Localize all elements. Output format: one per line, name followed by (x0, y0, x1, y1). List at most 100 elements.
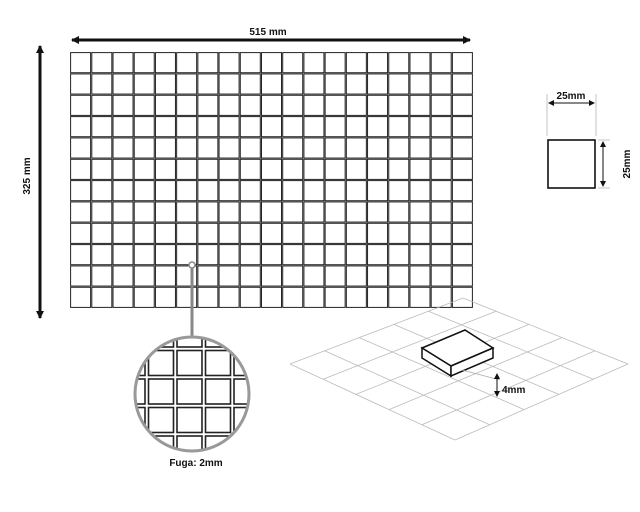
magnified-tile (263, 436, 288, 461)
mosaic-tile (197, 73, 219, 95)
magnified-tile (233, 337, 249, 348)
mosaic-tile (133, 52, 155, 74)
mosaic-tile (409, 94, 431, 116)
mosaic-tile (430, 244, 452, 266)
mosaic-tile (282, 222, 304, 244)
mosaic-tile (282, 201, 304, 223)
mosaic-tile (91, 94, 113, 116)
mosaic-tile (197, 265, 219, 287)
magnified-tile (120, 465, 145, 490)
mosaic-tile (260, 94, 282, 116)
mosaic-tile (239, 116, 261, 138)
floor-grid-line (322, 310, 497, 380)
mosaic-tile (112, 94, 134, 116)
mosaic-tile (303, 73, 325, 95)
mosaic-tile (218, 94, 240, 116)
mosaic-tile (154, 94, 176, 116)
mosaic-tile (367, 52, 389, 74)
mosaic-tile (282, 52, 304, 74)
mosaic-tile (133, 116, 155, 138)
floor-grid-line (289, 297, 464, 365)
mosaic-tile (260, 265, 282, 287)
mosaic-tile (176, 52, 198, 74)
mosaic-tile (345, 158, 367, 180)
floor-grid-line (428, 310, 594, 380)
mosaic-tile (176, 222, 198, 244)
mosaic-tile (112, 201, 134, 223)
mosaic-tile (218, 201, 240, 223)
mosaic-tile (197, 201, 219, 223)
magnified-tile (234, 465, 259, 490)
mosaic-tile (176, 158, 198, 180)
mosaic-tile (303, 158, 325, 180)
mosaic-tile (133, 73, 155, 95)
mosaic-tile (112, 52, 134, 74)
mosaic-tile (345, 265, 367, 287)
mosaic-tile (239, 137, 261, 159)
mosaic-tile (197, 180, 219, 202)
mosaic-tile (91, 73, 113, 95)
mosaic-tile (112, 180, 134, 202)
mosaic-tile (345, 94, 367, 116)
magnified-tile (204, 378, 232, 405)
mosaic-tile (282, 116, 304, 138)
mosaic-tile (388, 244, 410, 266)
mosaic-tile (303, 265, 325, 287)
mosaic-tile (112, 244, 134, 266)
mosaic-tile (197, 116, 219, 138)
magnified-tile (176, 337, 203, 348)
mosaic-tile (388, 52, 410, 74)
mosaic-tile (239, 94, 261, 116)
mosaic-tile (451, 180, 473, 202)
mosaic-tile (197, 94, 219, 116)
mosaic-tile (154, 222, 176, 244)
mosaic-tile (430, 94, 452, 116)
mosaic-tile (451, 116, 473, 138)
mosaic-tile (303, 116, 325, 138)
mosaic-tile (154, 286, 176, 308)
mosaic-tile (91, 201, 113, 223)
magnified-tile (147, 378, 175, 405)
mosaic-tile (112, 116, 134, 138)
mosaic-tile (282, 137, 304, 159)
mosaic-tile (260, 52, 282, 74)
mosaic-tile (197, 52, 219, 74)
mosaic-tile (197, 222, 219, 244)
joint-magnifier: Fuga: 2mm (120, 335, 288, 490)
floor-grid-line (324, 350, 490, 426)
mosaic-tile (430, 73, 452, 95)
mosaic-tile (345, 201, 367, 223)
mosaic-tile (388, 286, 410, 308)
mosaic-tile (70, 73, 92, 95)
mosaic-tile (218, 158, 240, 180)
mosaic-tile (430, 265, 452, 287)
mosaic-tile (430, 158, 452, 180)
mosaic-tile (133, 137, 155, 159)
mosaic-tile (218, 73, 240, 95)
mosaic-tile (70, 180, 92, 202)
mosaic-tile (451, 244, 473, 266)
mosaic-tile (282, 94, 304, 116)
mosaic-tile (282, 286, 304, 308)
mosaic-tile (70, 286, 92, 308)
mosaic-tile (154, 137, 176, 159)
mosaic-tile (367, 201, 389, 223)
tile-height-label: 25mm (622, 149, 633, 178)
mosaic-tile (367, 137, 389, 159)
mosaic-tile (133, 286, 155, 308)
thickness-label: 4mm (502, 385, 525, 396)
mosaic-tile (70, 222, 92, 244)
mosaic-tile (176, 94, 198, 116)
mosaic-tile (409, 52, 431, 74)
mosaic-tile (303, 244, 325, 266)
magnified-tile (135, 378, 146, 405)
mosaic-tile (303, 52, 325, 74)
mosaic-tile (197, 137, 219, 159)
mosaic-tile (239, 265, 261, 287)
mosaic-tile (324, 244, 346, 266)
mosaic-tile (324, 158, 346, 180)
mosaic-sheet-grid (70, 52, 473, 308)
floor-grid-line (421, 350, 596, 426)
mosaic-tile (367, 180, 389, 202)
